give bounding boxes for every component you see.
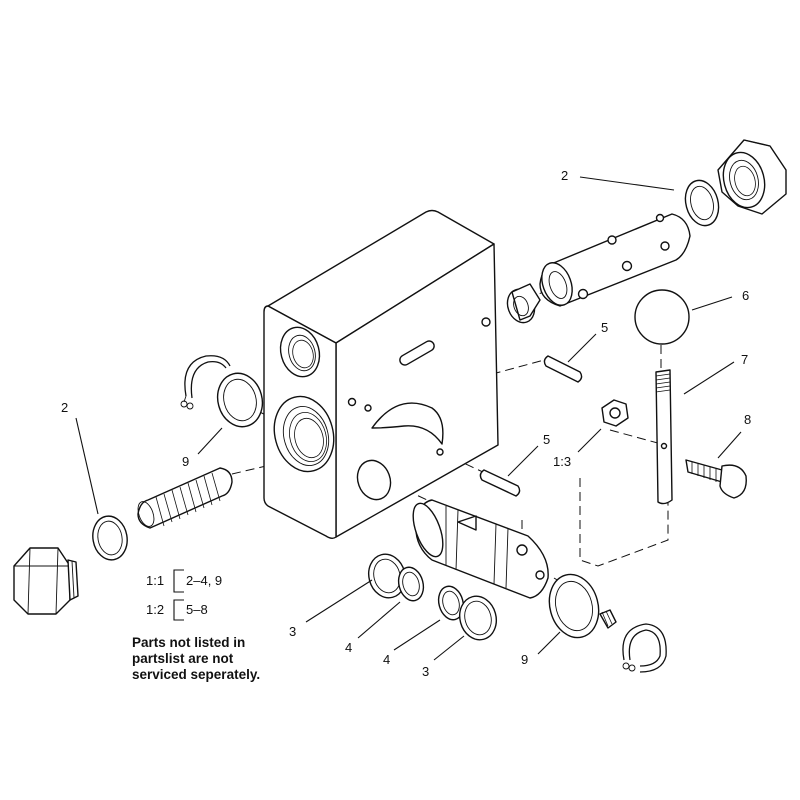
upper-poppet xyxy=(506,283,541,324)
callout-8: 8 xyxy=(744,412,751,427)
retaining-ring-lower-right xyxy=(622,623,667,673)
backup-ring-3-right xyxy=(459,595,497,641)
o-ring-left-9 xyxy=(216,372,264,428)
o-ring-4-left xyxy=(397,566,425,602)
upper-hex-fitting xyxy=(717,139,787,215)
callout-7: 7 xyxy=(741,352,748,367)
pin-upper-5 xyxy=(543,355,583,383)
legend-parts-row2: 5–8 xyxy=(186,602,208,617)
note-line-3: serviced seperately. xyxy=(132,667,260,682)
hex-nut xyxy=(601,399,629,427)
callout-4-right: 4 xyxy=(383,652,390,667)
callout-9-bottom: 9 xyxy=(521,652,528,667)
small-nozzle xyxy=(599,609,617,629)
pin-rod xyxy=(655,369,673,505)
legend-parts-row1: 2–4, 9 xyxy=(186,573,222,588)
adjusting-screw xyxy=(685,459,747,499)
o-ring-left-2 xyxy=(92,515,128,561)
callout-3-right: 3 xyxy=(422,664,429,679)
lower-spool xyxy=(412,499,549,599)
retaining-ring-upper-left xyxy=(180,355,231,410)
ball xyxy=(634,289,690,345)
legend-ratio-1-2: 1:2 xyxy=(146,602,164,617)
service-note: Parts not listed in partslist are not se… xyxy=(132,635,260,682)
scale-legend: 1:1 2–4, 9 1:2 5–8 xyxy=(146,569,222,621)
callout-2-left: 2 xyxy=(61,400,68,415)
backup-ring-3-left xyxy=(368,553,406,599)
callout-9-left: 9 xyxy=(182,454,189,469)
o-ring-top-2 xyxy=(684,179,720,227)
callout-5-upper: 5 xyxy=(601,320,608,335)
spring xyxy=(137,467,233,529)
callout-4-left: 4 xyxy=(345,640,352,655)
note-line-1: Parts not listed in xyxy=(132,635,245,650)
note-line-2: partslist are not xyxy=(132,651,234,666)
o-ring-bottom-9 xyxy=(548,573,600,639)
valve-body-block xyxy=(263,209,499,539)
legend-ratio-1-1: 1:1 xyxy=(146,573,164,588)
o-ring-4-right xyxy=(437,585,465,621)
upper-sleeve xyxy=(539,213,691,307)
callout-labels: 2 2 6 5 5 7 8 9 1:3 3 4 4 3 9 xyxy=(61,168,751,679)
callout-3-left: 3 xyxy=(289,624,296,639)
callout-5-lower: 5 xyxy=(543,432,550,447)
callout-2-top: 2 xyxy=(561,168,568,183)
pin-lower-5 xyxy=(479,469,521,497)
callout-1-3: 1:3 xyxy=(553,454,571,469)
leader-lines xyxy=(75,176,742,661)
legend-bracket-row2 xyxy=(173,599,184,621)
hex-plug-left xyxy=(13,547,79,615)
legend-bracket-row1 xyxy=(173,569,184,593)
callout-6: 6 xyxy=(742,288,749,303)
